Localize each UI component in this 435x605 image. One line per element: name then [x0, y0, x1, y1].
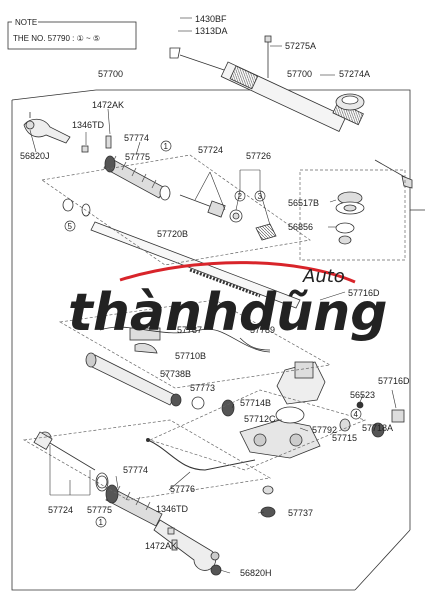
label-57716D-right: 57716D	[378, 376, 410, 386]
inner-tie-rod-top	[179, 194, 277, 241]
label-57774-top: 57774	[124, 133, 149, 143]
watermark-registered: ®	[352, 311, 361, 325]
label-56820H: 56820H	[240, 568, 272, 578]
label-57724-bottom: 57724	[48, 505, 73, 515]
return-tube	[99, 326, 271, 353]
label-57775-bottom: 57775	[87, 505, 112, 515]
circled-3: 3	[258, 192, 263, 201]
o-rings	[62, 198, 205, 489]
assembled-rack-illustration	[169, 35, 413, 189]
inner-tie-rod-bottom	[33, 431, 96, 471]
dashed-groupings	[22, 154, 406, 501]
label-57716D-top: 57716D	[348, 288, 380, 298]
watermark-auto: Auto	[302, 266, 345, 287]
label-57274A: 57274A	[339, 69, 370, 79]
label-1472AK-top: 1472AK	[92, 100, 124, 110]
bracket-lines	[235, 169, 271, 226]
label-1346TD-top: 1346TD	[72, 120, 105, 130]
circled-5: 5	[68, 222, 73, 231]
label-57718A: 57718A	[362, 423, 393, 433]
pinion-seal-group	[335, 191, 365, 245]
circled-2: 2	[238, 192, 243, 201]
circled-1-top: 1	[164, 142, 169, 151]
circled-refs	[64, 140, 362, 528]
label-57726: 57726	[246, 151, 271, 161]
label-57773: 57773	[190, 383, 215, 393]
label-57787: 57787	[177, 325, 202, 335]
circled-1-bottom: 1	[99, 518, 104, 527]
feed-tube	[147, 439, 256, 471]
fasteners	[81, 135, 178, 551]
circled-ref-numbers: 1 2 3 5 4 1	[68, 142, 359, 527]
label-57712C: 57712C	[244, 414, 276, 424]
label-57700-main: 57700	[98, 69, 123, 79]
label-56820J: 56820J	[20, 151, 50, 161]
label-1472AK-bottom: 1472AK	[145, 541, 177, 551]
label-57714B: 57714B	[240, 398, 271, 408]
label-57774-bottom: 57774	[123, 465, 148, 475]
label-1313DA: 1313DA	[195, 26, 228, 36]
label-57792: 57792	[312, 425, 337, 435]
note-title: NOTE	[15, 18, 37, 27]
leader-lines	[29, 17, 397, 574]
label-1430BF: 1430BF	[195, 14, 227, 24]
label-57776: 57776	[170, 484, 195, 494]
tie-rod-end-left	[23, 112, 71, 144]
boot-top	[103, 155, 171, 201]
label-57700-top: 57700	[287, 69, 312, 79]
label-57710B: 57710B	[175, 351, 206, 361]
label-56517B: 56517B	[288, 198, 319, 208]
note-box: NOTE THE NO. 57790 : ① ~ ⑤	[7, 17, 137, 50]
label-57275A: 57275A	[285, 41, 316, 51]
watermark-brand: thànhdũng	[68, 283, 388, 343]
label-57789: 57789	[250, 325, 275, 335]
label-56523: 56523	[350, 390, 375, 400]
watermark-logo: Auto thànhdũng ®	[68, 261, 388, 343]
label-57720B: 57720B	[157, 229, 188, 239]
label-1346TD-bottom: 1346TD	[156, 504, 189, 514]
circled-4: 4	[354, 410, 359, 419]
label-57775-top: 57775	[125, 152, 150, 162]
label-56856: 56856	[288, 222, 313, 232]
pinion-valve-housing	[221, 361, 405, 518]
part-labels: 1430BF 1313DA 57275A 57700 57274A 57700 …	[20, 14, 410, 578]
label-57715: 57715	[332, 433, 357, 443]
label-57737: 57737	[288, 508, 313, 518]
note-body: THE NO. 57790 : ① ~ ⑤	[13, 34, 100, 43]
label-57738B: 57738B	[160, 369, 191, 379]
label-57724-top: 57724	[198, 145, 223, 155]
